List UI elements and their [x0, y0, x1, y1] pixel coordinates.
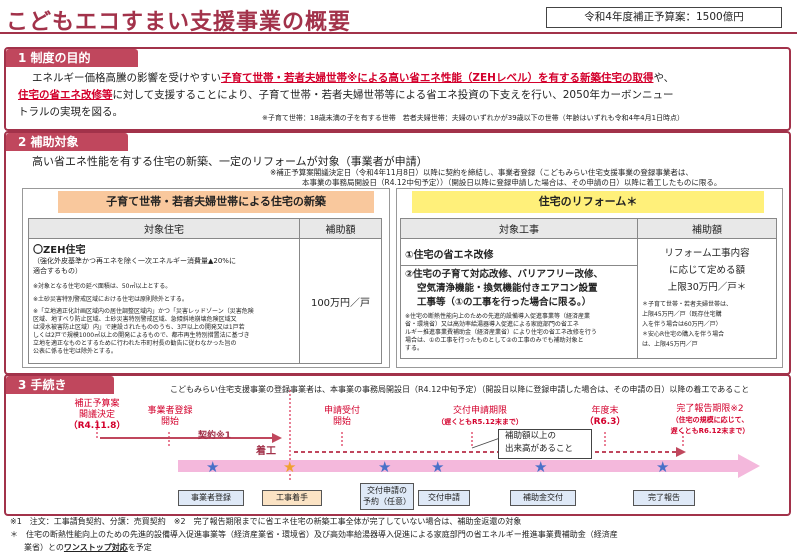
- reform-amount-line-1: リフォーム工事内容: [664, 248, 750, 259]
- work-note-1: ※住宅の断熱性能向上のための先進的設備導入促進事業等（経済産業: [405, 313, 591, 320]
- work-item-1: ①住宅の省エネ改修: [405, 249, 494, 261]
- star-marker-construction: ★: [283, 458, 297, 476]
- reform-amount-note-1: ＊子育て世帯・若者夫婦世帯は、: [642, 301, 733, 308]
- zeh-note-2: ※土砂災害特別警戒区域における住宅は原則除外とする。: [33, 296, 188, 303]
- budget-badge: 令和4年度補正予算案：1500億円: [546, 7, 782, 28]
- reform-banner: 住宅のリフォーム＊: [412, 191, 764, 213]
- callout-connector: [471, 437, 501, 449]
- zeh-desc-1: （強化外皮基準かつ再エネを除く一次エネルギー消費量▲20%に: [33, 257, 236, 265]
- box-grant-payment: 補助金交付: [510, 490, 576, 506]
- zeh-note-5: は浸水被害防止区域）内」で建設されたもののうち、3戸以上の開発又は1戸若: [33, 324, 245, 331]
- reform-amount-note-3: 入を伴う場合は60万円／戸）: [642, 321, 722, 328]
- purpose-highlight-reform: 住宅の省エネ改修等: [18, 89, 113, 101]
- newbuild-amount-cell: 100万円／戸: [299, 238, 382, 364]
- step-registration-start: 事業者登録 開始: [147, 406, 193, 427]
- box-business-registration: 事業者登録: [178, 490, 244, 506]
- newbuild-amount: 100万円／戸: [310, 297, 371, 309]
- box-construction-start: 工事着手: [262, 490, 322, 506]
- target-note-1: ※補正予算案閣議決定日（令和4年11月8日）以降に契約を締結し、事業者登録（こど…: [270, 168, 693, 177]
- reform-table: 対象工事 補助額 ①住宅の省エネ改修 リフォーム工事内容 に応じて定める額 上限…: [400, 218, 777, 359]
- star-marker-reservation: ★: [378, 458, 392, 476]
- construction-arrow: [294, 447, 686, 457]
- work-note-2: 省・環境省）又は高効率給湯器導入促進による家庭部門の省エネ: [405, 321, 579, 328]
- reform-amount-cell: リフォーム工事内容 に応じて定める額 上限30万円／戸＊ ＊子育て世帯・若者夫婦…: [637, 238, 777, 359]
- footer-note-1: ※1 注文：工事請負契約、分譲：売買契約 ※2 完了報告期限までに省エネ住宅の新…: [10, 517, 522, 526]
- footer-note-2b: 業省）とのワンストップ対応を予定: [24, 543, 152, 552]
- contract-arrow: [100, 433, 282, 443]
- work-item-2b: 空気清浄機能・換気機能付きエアコン設置: [417, 283, 598, 294]
- purpose-footnote: ※子育て世帯：18歳未満の子を有する世帯 若者夫婦世帯：夫婦のいずれかが39歳以…: [262, 114, 685, 122]
- callout-box: 補助額以上の 出来高があること: [498, 429, 592, 459]
- zeh-note-3: ※「立地適正化計画区域内の居住調整区域内」かつ「災害レッドゾーン（災害危険: [33, 308, 254, 315]
- work-note-5: する。: [405, 345, 424, 352]
- zeh-cell: 〇ZEH住宅 （強化外皮基準かつ再エネを除く一次エネルギー消費量▲20%に 適合…: [28, 238, 300, 364]
- section-target-heading: 2 補助対象: [6, 133, 128, 151]
- newbuild-table: 対象住宅 補助額 〇ZEH住宅 （強化外皮基準かつ再エネを除く一次エネルギー消費…: [28, 218, 382, 364]
- reform-amount-line-2: に応じて定める額: [668, 265, 745, 276]
- zeh-note-4: 区域、地すべり防止区域、土砂災害特別警戒区域、急傾斜地崩壊危険区域又: [33, 316, 237, 323]
- contract-label: 契約※1: [198, 431, 232, 441]
- work-item-2a: ②住宅の子育て対応改修、バリアフリー改修、: [405, 269, 604, 280]
- zeh-note-6: しくは2戸で規模1000㎡以上の開発によるもので、都市再生特別措置法に基づき: [33, 332, 250, 339]
- target-note-2: 本事業の事務局開設日（R4.12中旬予定））（開設日以降に登録申請した場合は、そ…: [302, 178, 722, 187]
- procedure-timeline: [96, 390, 760, 480]
- purpose-line-3: トラルの実現を図る。: [18, 106, 123, 118]
- purpose-highlight-newbuild: 子育て世帯・若者夫婦世帯※による高い省エネ性能（ZEHレベル）を有する新築住宅の…: [221, 72, 654, 84]
- main-timeline-band: [178, 454, 760, 478]
- newbuild-banner: 子育て世帯・若者夫婦世帯による住宅の新築: [58, 191, 374, 213]
- zeh-desc-2: 適合するもの）: [33, 267, 82, 275]
- procedure-top-note: こどもみらい住宅支援事業の登録事業者は、本事業の事務局開設日（R4.12中旬予定…: [170, 385, 750, 394]
- box-completion-report: 完了報告: [633, 490, 695, 506]
- one-stop-highlight: ワンストップ対応: [63, 543, 128, 552]
- work-item-2c: 工事等（①の工事を行った場合に限る。）: [417, 297, 592, 308]
- zeh-note-1: ※対象となる住宅の延べ面積は、50㎡以上とする。: [33, 283, 172, 290]
- purpose-line-1: エネルギー価格高騰の影響を受けやすい子育て世帯・若者夫婦世帯※による高い省エネ性…: [32, 72, 675, 84]
- newbuild-col-target: 対象住宅: [28, 218, 300, 239]
- newbuild-col-amount: 補助額: [299, 218, 382, 239]
- reform-col-work: 対象工事: [400, 218, 638, 239]
- section-purpose: 1 制度の目的: [4, 47, 791, 131]
- zeh-title: 〇ZEH住宅: [33, 245, 86, 256]
- star-marker-application: ★: [431, 458, 445, 476]
- reform-amount-line-3: 上限30万円／戸＊: [667, 282, 747, 293]
- zeh-note-8: 公表に係る住宅は除外とする。: [33, 348, 117, 355]
- construction-label: 着工: [256, 446, 276, 457]
- work2-cell: ②住宅の子育て対応改修、バリアフリー改修、 空気清浄機能・換気機能付きエアコン設…: [400, 265, 638, 359]
- reform-col-amount: 補助額: [637, 218, 777, 239]
- step-application-start: 申請受付 開始: [323, 406, 360, 427]
- step-fiscal-year-end: 年度末 （R6.3）: [584, 406, 626, 427]
- zeh-note-7: 立地を適正なものとするために行われた市町村長の勧告に従わなかった旨の: [33, 340, 237, 347]
- title-underline: [0, 32, 797, 34]
- page-title: こどもエコすまい支援事業の概要: [6, 10, 352, 35]
- timeline-dashed-markers: [96, 390, 684, 480]
- purpose-line-2: 住宅の省エネ改修等に対して支援することにより、子育て世帯・若者夫婦世帯等による省…: [18, 89, 674, 101]
- work-note-4: 場合は、①の工事を行ったものとして②の工事のみでも補助対象と: [405, 337, 584, 344]
- box-grant-application: 交付申請: [418, 490, 470, 506]
- section-procedure-heading: 3 手続き: [6, 376, 114, 394]
- reform-amount-note-2: 上限45万円／戸（既存住宅購: [642, 311, 722, 318]
- work-note-3: ルギー推進事業費補助金（経済産業省）により住宅の省エネ改修を行う: [405, 329, 597, 336]
- star-marker-registration: ★: [206, 458, 220, 476]
- work1-cell: ①住宅の省エネ改修: [400, 238, 638, 266]
- step-report-deadline: 完了報告期限※2 （住宅の規模に応じて、 遅くともR6.12末まで）: [670, 404, 750, 435]
- reform-amount-note-4: ＊安心R住宅の購入を伴う場合: [642, 331, 725, 338]
- star-marker-report: ★: [656, 458, 670, 476]
- step-application-deadline: 交付申請期限 （遅くともR5.12末まで）: [437, 406, 523, 426]
- footer-note-2a: ＊ 住宅の断熱性能向上のための先進的設備導入促進事業等（経済産業省・環境省）及び…: [10, 530, 618, 539]
- target-intro: 高い省エネ性能を有する住宅の新築、一定のリフォームが対象（事業者が申請）: [32, 155, 428, 168]
- star-marker-grant: ★: [534, 458, 548, 476]
- box-reservation: 交付申請の 予約（任意）: [360, 483, 414, 510]
- reform-amount-note-5: は、上限45万円／戸: [642, 341, 698, 348]
- section-purpose-heading: 1 制度の目的: [6, 49, 138, 67]
